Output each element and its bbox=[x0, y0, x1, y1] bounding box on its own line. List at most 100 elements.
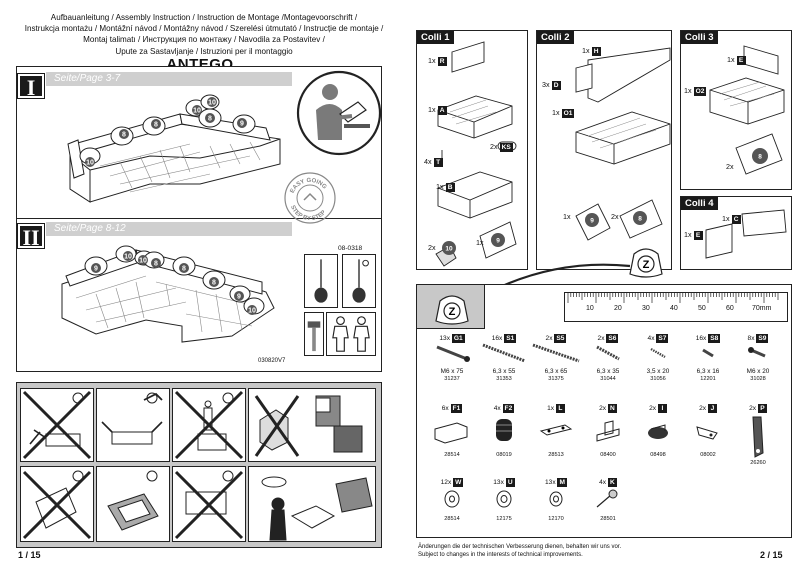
part-code: S1 bbox=[504, 334, 517, 343]
part-code: N bbox=[607, 404, 617, 413]
qty: 4x bbox=[424, 157, 432, 166]
cushion-label: 8 bbox=[182, 266, 186, 273]
sofa-1-illustration: 10 8 8 10 8 9 10 bbox=[67, 94, 281, 203]
qty: 13x bbox=[493, 479, 504, 486]
cushion-label: 10 bbox=[86, 160, 94, 167]
cushion-label: 9 bbox=[240, 121, 244, 128]
qty: 6x bbox=[441, 405, 449, 412]
size: 6,3 x 55 bbox=[492, 368, 516, 375]
handling-cell-lift-right bbox=[96, 388, 170, 462]
qty: 4x bbox=[647, 335, 655, 342]
qty: 1x bbox=[727, 55, 735, 64]
hook-icon bbox=[696, 426, 718, 440]
part-code: J bbox=[707, 404, 717, 413]
qty: 12x bbox=[440, 479, 452, 486]
part-code: C bbox=[731, 215, 741, 224]
article-number: 28501 bbox=[600, 516, 616, 522]
hardware-row-fittings: 6x F1 28514 4x F2 08019 1x L 28513 2x N … bbox=[424, 404, 788, 474]
bracket-icon bbox=[752, 416, 764, 458]
disclaimer-en: Subject to changes in the interests of t… bbox=[418, 551, 583, 558]
hardware-item-f1: 6x F1 28514 bbox=[424, 404, 480, 459]
easy-going-stamp: EASY GOING STEP BY STEP bbox=[284, 172, 336, 224]
part-code: F2 bbox=[502, 404, 515, 413]
hardware-item-i: 2x I 08498 bbox=[630, 404, 686, 459]
part-code: P bbox=[757, 404, 767, 413]
qty: 1x bbox=[722, 214, 730, 223]
qty: 3x bbox=[542, 80, 550, 89]
colli-4-item-e: 1x E bbox=[684, 230, 703, 240]
qty: 1x bbox=[436, 182, 444, 191]
cushion-label: 10 bbox=[248, 308, 256, 315]
read-instructions-illustration bbox=[296, 70, 382, 156]
cushion-label: 9 bbox=[237, 294, 241, 301]
hardware-item-f2: 4x F2 08019 bbox=[476, 404, 532, 459]
hardware-item-s1: 16x S1 6,3 x 55 31353 bbox=[476, 334, 532, 383]
colli-4-contents bbox=[705, 209, 787, 259]
colli-4-title: Colli 4 bbox=[681, 197, 718, 210]
bag-cell-letter: Z bbox=[449, 306, 456, 318]
qty: 2x bbox=[545, 335, 553, 342]
ruler-label: 50 bbox=[698, 305, 706, 312]
cushion-label: 8 bbox=[212, 280, 216, 287]
colli-1-item-r: 1x R bbox=[428, 56, 447, 66]
disclaimer-de: Änderungen die der technischen Verbesser… bbox=[418, 544, 622, 550]
screw-icon bbox=[702, 348, 714, 358]
drawing-code: 030820V7 bbox=[258, 358, 286, 364]
qty: 2x bbox=[597, 335, 605, 342]
screw-icon bbox=[650, 347, 666, 359]
article-number: 12170 bbox=[548, 516, 564, 522]
hardware-item-p: 2x P 26260 bbox=[730, 404, 786, 467]
size: 6,3 x 35 bbox=[596, 368, 620, 375]
part-code: W bbox=[453, 478, 464, 487]
foot-icon bbox=[496, 419, 512, 441]
hardware-item-m: 13x M 12170 bbox=[528, 478, 584, 523]
colli-1-contents: 10 9 bbox=[435, 41, 517, 267]
disclaimer: Änderungen die der technischen Verbesser… bbox=[418, 544, 621, 559]
article-number: 31044 bbox=[600, 376, 616, 382]
section-2-bar: Seite/Page 8-12 bbox=[46, 222, 292, 236]
colli-2-title: Colli 2 bbox=[537, 31, 574, 44]
part-code: G1 bbox=[451, 334, 465, 343]
colli-3-title: Colli 3 bbox=[681, 31, 718, 44]
hardware-item-g1: 13x G1 M6 x 75 31237 bbox=[424, 334, 480, 383]
qty: 2x bbox=[649, 405, 657, 412]
part-code: S9 bbox=[756, 334, 769, 343]
title-line-3: Montaj talimatı / Инструкция по монтажу … bbox=[83, 35, 325, 45]
tool-code: 08-0318 bbox=[338, 245, 363, 252]
article-number: 31353 bbox=[496, 376, 512, 382]
qty: 4x bbox=[599, 479, 607, 486]
ruler-label: 10 bbox=[586, 305, 594, 312]
qty: 1x bbox=[552, 108, 560, 117]
bolt-icon bbox=[436, 345, 470, 362]
qty: 13x bbox=[439, 335, 450, 342]
qty: 16x bbox=[695, 335, 707, 342]
washer-icon bbox=[549, 491, 563, 507]
hardware-item-k: 4x K 28501 bbox=[580, 478, 636, 523]
bag-letter: Z bbox=[643, 259, 650, 271]
section-1-pages: Seite/Page 3-7 bbox=[54, 73, 121, 84]
qty: 2x bbox=[599, 405, 607, 412]
article-number: 26260 bbox=[750, 460, 766, 466]
article-number: 31056 bbox=[650, 376, 666, 382]
washer-icon bbox=[444, 490, 460, 508]
title-line-4: Upute za Sastavljanje / Istruzioni per i… bbox=[115, 46, 293, 56]
cushion-label: 8 bbox=[154, 261, 158, 268]
title-line-2: Instrukcja montażu / Montážní návod / Mo… bbox=[24, 24, 384, 34]
qty: 2x bbox=[749, 405, 757, 412]
colli-2-contents: 9 8 bbox=[575, 47, 671, 241]
qty: 1x bbox=[582, 46, 590, 55]
plate-icon bbox=[539, 424, 573, 436]
cushion-label: 8 bbox=[154, 122, 158, 129]
hammer-icon bbox=[304, 312, 324, 356]
qty: 2x bbox=[490, 142, 498, 151]
screw-icon bbox=[482, 343, 526, 363]
cushion-label: 9 bbox=[590, 218, 594, 225]
tools-panel bbox=[302, 252, 378, 366]
colli-2-item-o1: 1x O1 bbox=[552, 108, 575, 118]
ruler-label: 70mm bbox=[752, 305, 772, 312]
ruler-labels: 10 20 30 40 50 60 70mm bbox=[566, 305, 788, 315]
colli-1-item-10: 2x bbox=[428, 243, 436, 252]
title-line-1: Aufbauanleitung / Assembly Instruction /… bbox=[50, 13, 358, 22]
colli-2-item-h: 1x H bbox=[582, 46, 601, 56]
title-block: Aufbauanleitung / Assembly Instruction /… bbox=[12, 12, 396, 57]
